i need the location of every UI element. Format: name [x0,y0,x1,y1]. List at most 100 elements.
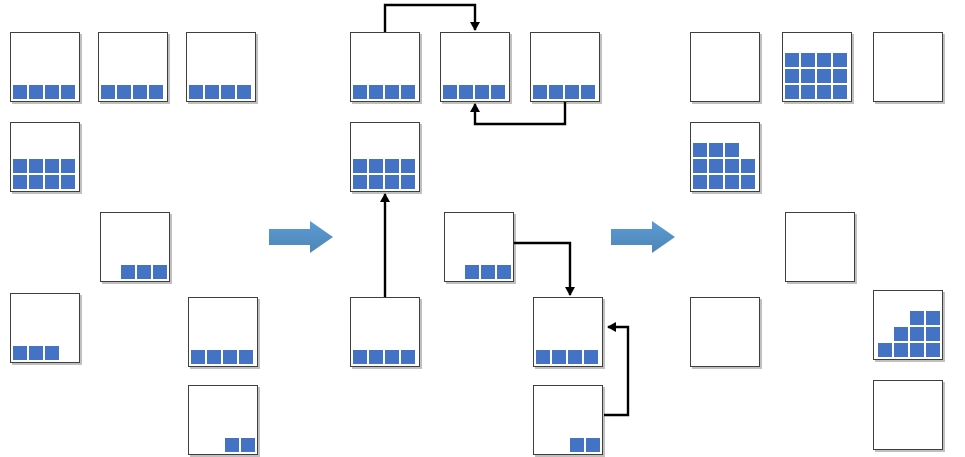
data-cell [220,84,236,100]
memory-block-a4 [690,122,760,192]
data-cell [206,349,222,365]
data-cell [352,174,368,190]
data-cell [784,84,800,100]
memory-block-b4 [10,122,80,192]
cell-grid [102,264,168,280]
cell-row [692,174,758,190]
memory-block-m5 [444,212,514,282]
data-cell [12,158,28,174]
memory-block-m1 [350,32,420,102]
cell-row [352,84,418,100]
memory-block-a1 [690,32,760,102]
data-cell [148,84,164,100]
data-cell [44,345,60,361]
memory-block-b8 [188,385,258,455]
data-cell [893,342,909,358]
data-cell [400,174,416,190]
stage-arrow-right-icon [610,220,676,254]
data-cell [832,68,848,84]
data-cell [400,158,416,174]
data-cell [368,84,384,100]
data-cell [12,345,28,361]
data-cell [909,310,925,326]
data-cell [832,52,848,68]
cell-grid [12,345,78,361]
cell-row [190,437,256,453]
memory-block-m3 [530,32,600,102]
data-cell [800,52,816,68]
cell-row [352,158,418,174]
data-cell [152,264,168,280]
data-cell [12,84,28,100]
memory-block-m6 [350,297,420,367]
data-cell [60,84,76,100]
data-cell [724,142,740,158]
data-cell [224,437,240,453]
memory-block-a7 [873,290,943,360]
data-cell [877,342,893,358]
cell-row [12,84,78,100]
data-cell [583,349,599,365]
move-connector-c4 [514,241,575,296]
data-cell [60,174,76,190]
data-cell [740,174,756,190]
data-cell [204,84,220,100]
data-cell [909,342,925,358]
data-cell [580,84,596,100]
memory-block-a3 [873,32,943,102]
data-cell [44,84,60,100]
cell-grid [352,84,418,100]
cell-row [784,68,850,84]
data-cell [496,264,512,280]
data-cell [442,84,458,100]
cell-row [875,342,941,358]
cell-row [12,345,78,361]
cell-row [875,310,941,326]
cell-grid [535,437,601,453]
data-cell [692,142,708,158]
data-cell [190,349,206,365]
data-cell [136,264,152,280]
data-cell [724,158,740,174]
block-arrow-glyph [269,221,333,253]
data-cell [708,142,724,158]
data-cell [692,158,708,174]
cell-grid [190,437,256,453]
cell-grid [532,84,598,100]
cell-row [535,349,601,365]
move-connector-c5 [604,322,630,417]
cell-grid [12,84,78,100]
cell-grid [784,52,850,100]
data-cell [567,349,583,365]
data-cell [384,158,400,174]
memory-block-a6 [690,297,760,367]
data-cell [384,84,400,100]
data-cell [816,68,832,84]
cell-row [190,349,256,365]
data-cell [120,264,136,280]
memory-block-m8 [533,385,603,455]
block-arrow-glyph [611,221,675,253]
cell-row [442,84,508,100]
cell-grid [12,158,78,190]
data-cell [44,158,60,174]
memory-block-b5 [100,212,170,282]
data-cell [551,349,567,365]
data-cell [384,349,400,365]
data-cell [585,437,601,453]
cell-grid [446,264,512,280]
data-cell [535,349,551,365]
cell-row [12,174,78,190]
cell-row [784,52,850,68]
memory-block-b7 [188,297,258,367]
cell-row [188,84,254,100]
data-cell [708,158,724,174]
arrow-shape [611,221,675,253]
data-cell [368,158,384,174]
arrow-shape [269,221,333,253]
data-cell [480,264,496,280]
data-cell [800,84,816,100]
data-cell [784,52,800,68]
cell-row [352,349,418,365]
data-cell [784,68,800,84]
